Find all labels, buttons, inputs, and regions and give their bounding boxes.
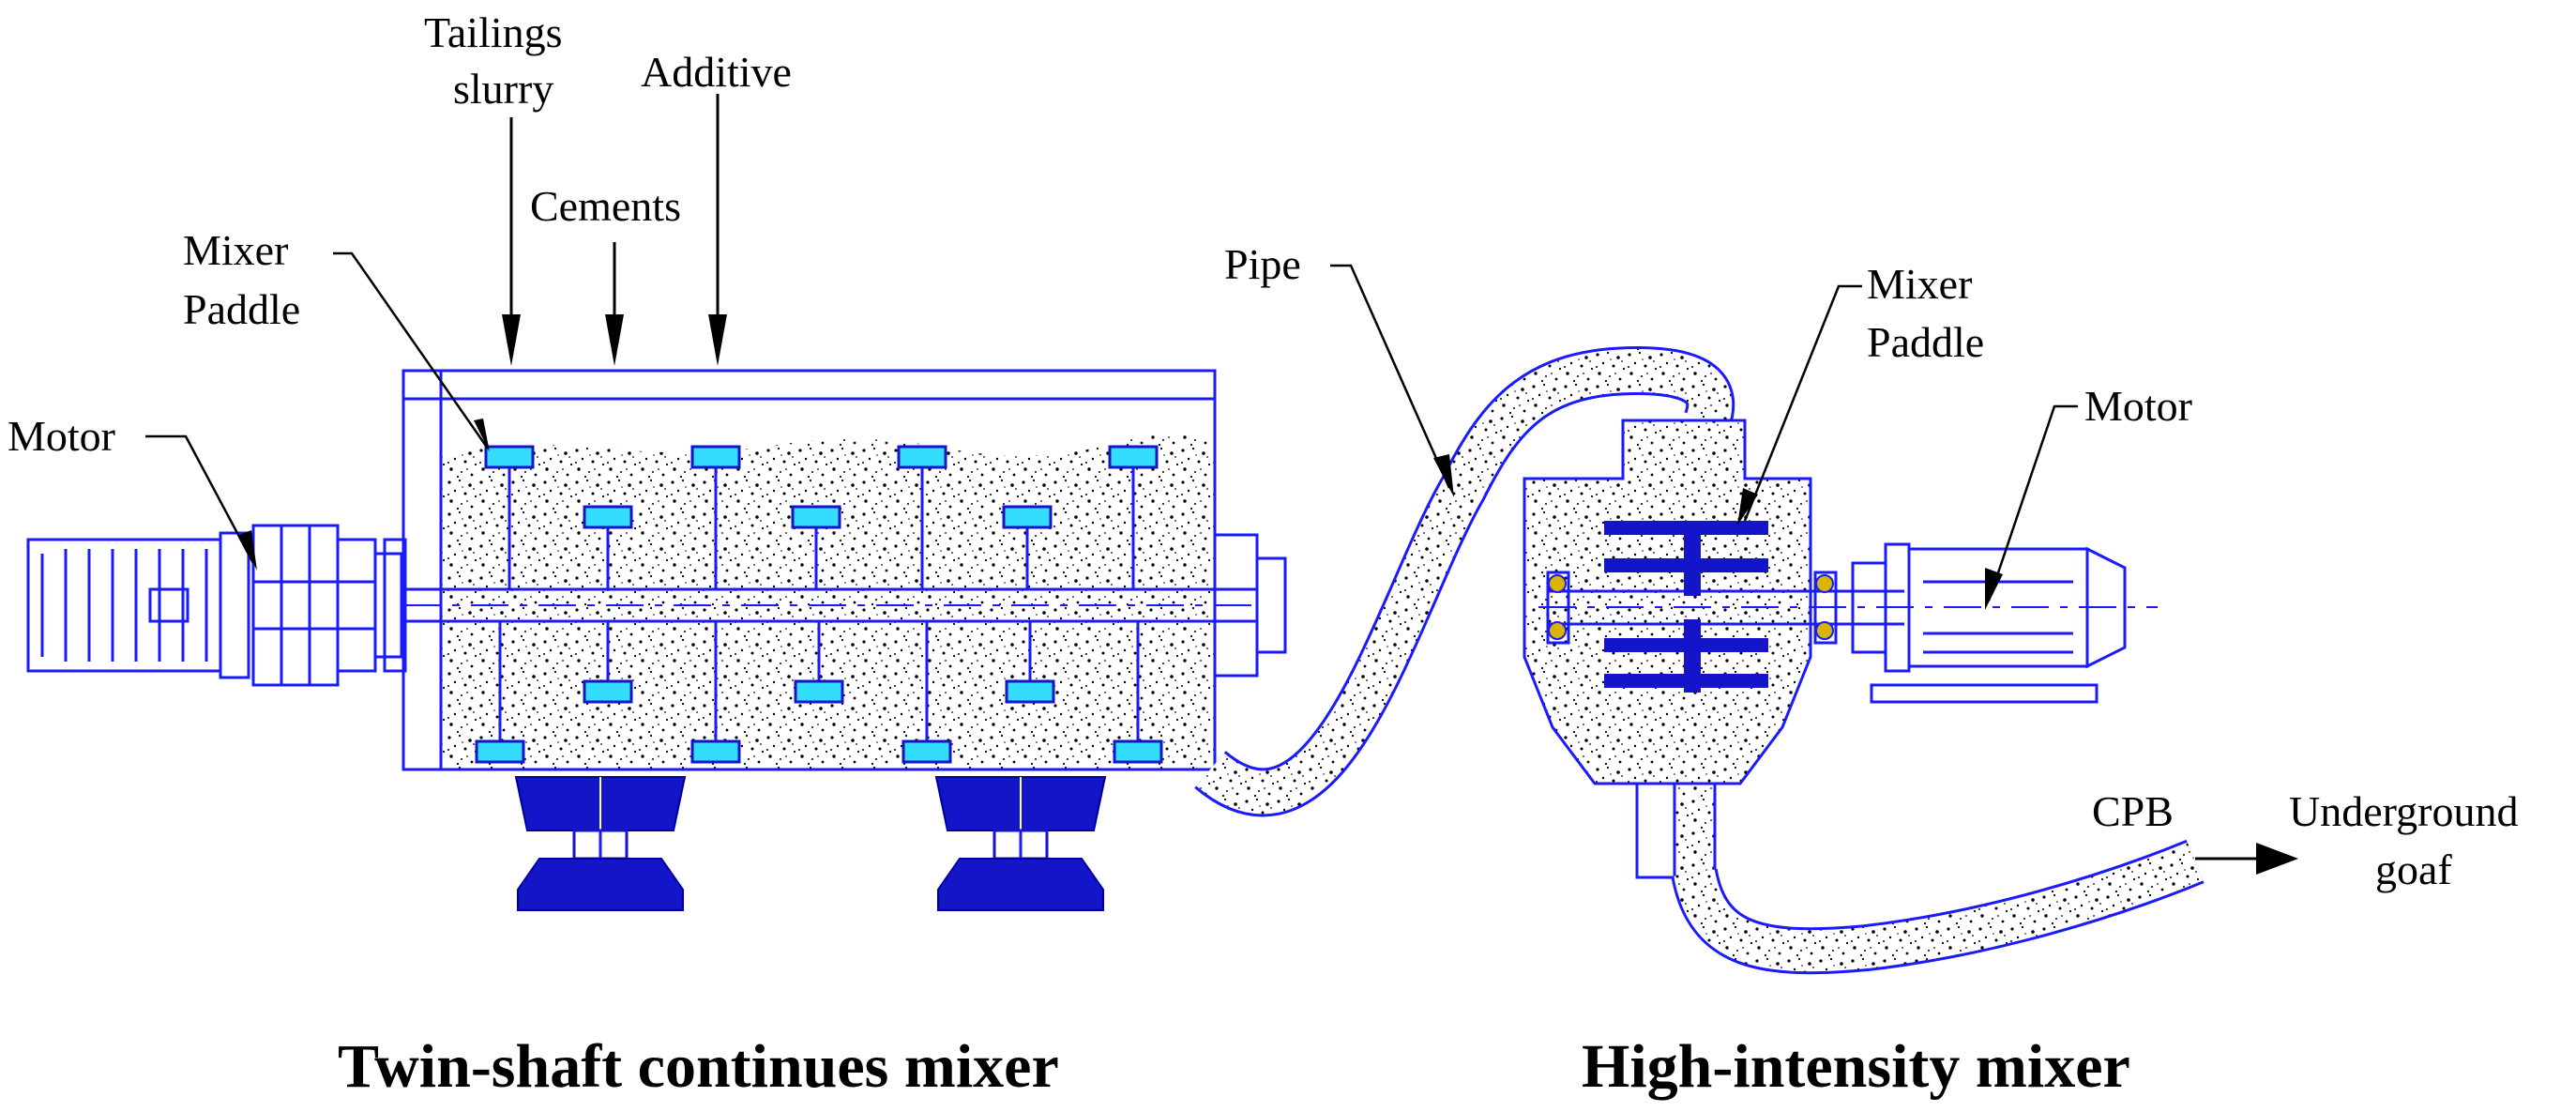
right-support-foot [934,776,1107,911]
mixer-paddle [794,679,844,704]
cpb-outlet-pipe [1671,839,2205,975]
underground-goaf-line2: goaf [2375,845,2452,893]
right-shaft-end [1255,556,1287,654]
motor-right-label: Motor [2084,382,2192,430]
high-intensity-mixer [1523,419,2158,879]
mixer-paddle-left-line2: Paddle [183,285,300,333]
mixer-paddle [583,679,633,704]
bearing-icon [1815,574,1834,593]
mixer-paddle-right-line1: Mixer [1867,260,1972,308]
mixer-paddle [791,505,841,529]
mixer-paddle [1005,679,1055,704]
mixer-paddle [475,739,525,764]
left-support-foot [514,776,687,911]
twin-shaft-caption: Twin-shaft continues mixer [338,1032,1059,1101]
mixer-paddle-left-line1: Mixer [183,226,288,274]
high-intensity-caption: High-intensity mixer [1582,1032,2130,1101]
twin-shaft-slurry-fill [441,434,1215,769]
tailings-label-line1: Tailings [424,8,563,56]
mixer-paddle [484,445,535,469]
labels: Tailings slurry Additive Cements Mixer P… [8,8,2518,893]
feed-arrows [502,94,727,366]
tailings-label-line2: slurry [453,65,553,113]
bearing-icon [1548,621,1567,640]
bearing-icon [1815,621,1834,640]
twin-shafts [403,587,1257,623]
twin-shaft-mixer [26,369,1287,911]
leader-lines [145,251,2298,875]
mixer-paddle [583,505,633,529]
left-coupling-icon [251,524,403,687]
mixer-paddle [897,445,947,469]
captions: Twin-shaft continues mixer High-intensit… [338,1032,2130,1101]
high-intensity-paddle [1604,521,1768,693]
cements-label: Cements [530,182,681,230]
mixer-paddle [1002,505,1053,529]
mixer-paddle [1113,739,1163,764]
bearing-icon [1548,574,1567,593]
mixer-paddle-right-line2: Paddle [1867,318,1984,366]
left-motor-icon [26,531,250,679]
underground-goaf-line1: Underground [2289,787,2518,835]
mixer-paddle [902,739,952,764]
cpb-label: CPB [2092,787,2174,835]
twin-shaft-paddles [475,445,1163,764]
mixer-paddle [690,739,741,764]
mixer-paddle [1108,445,1159,469]
right-motor-icon [1851,542,2127,704]
transfer-pipe [1194,345,1735,817]
high-intensity-housing [1523,419,1812,785]
pipe-label: Pipe [1224,240,1301,288]
twin-shaft-lid [402,369,1217,401]
additive-label: Additive [641,48,792,96]
motor-left-label: Motor [8,412,115,460]
mixer-paddle [690,445,741,469]
